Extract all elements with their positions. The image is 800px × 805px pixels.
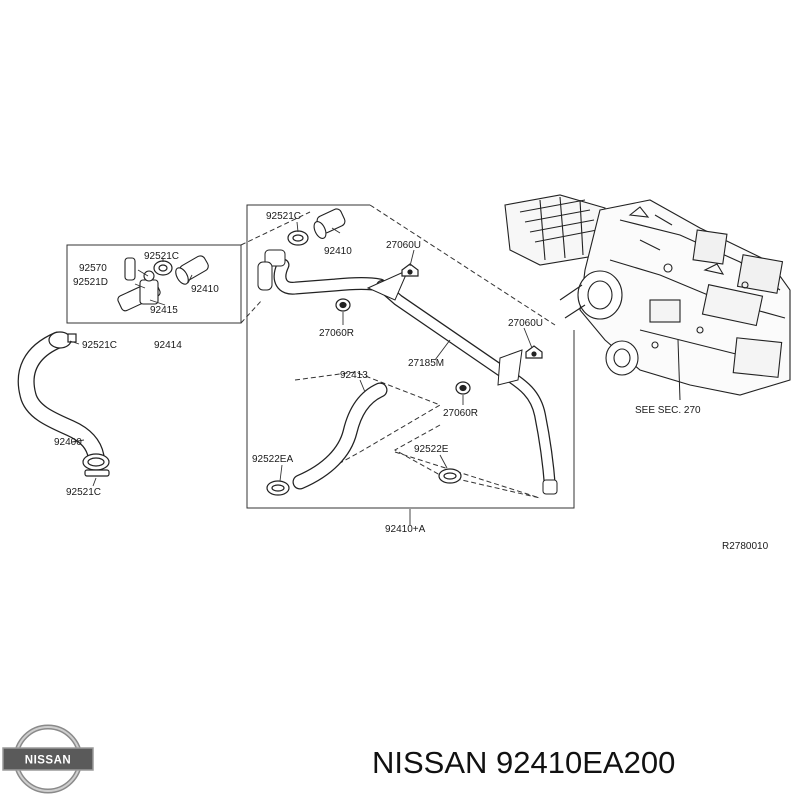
nissan-logo: NISSAN (2, 724, 94, 794)
label-leaders (69, 221, 533, 525)
clamp-92521c-bottom (82, 453, 110, 477)
clamp-92522ea (266, 480, 290, 496)
left-subassembly-box (66, 244, 242, 324)
label-92414: 92414 (154, 340, 182, 351)
label-92521c-mid: 92521C (82, 340, 117, 351)
label-92521c-bottom: 92521C (66, 487, 101, 498)
fitting-27060r-bottom (455, 381, 471, 395)
label-92522e: 92522E (414, 444, 449, 455)
label-27060r-top: 27060R (319, 328, 354, 339)
hose-92400 (17, 331, 105, 465)
fitting-27060r-top (335, 298, 351, 312)
heater-unit-assembly (504, 194, 791, 396)
label-92521c-top: 92521C (266, 211, 301, 222)
tube-92410-left (175, 255, 209, 285)
label-92570: 92570 (79, 263, 107, 274)
hose-92410-upper (273, 258, 387, 295)
main-frame (246, 204, 575, 509)
fitting-27060u-right (525, 345, 543, 359)
part-labels: 92521C 92410 27060U 92521C 92570 92521D … (54, 211, 769, 552)
clamp-92522e (438, 468, 462, 484)
part-number-title: NISSAN 92410EA200 (372, 745, 675, 780)
hose-92413 (292, 382, 388, 490)
fitting-27060u-top (401, 263, 419, 277)
hose-end-fittings (257, 249, 558, 495)
label-92521d: 92521D (73, 277, 108, 288)
label-see-sec-270: SEE SEC. 270 (635, 405, 701, 416)
see-sec-leader (677, 339, 681, 401)
label-92522ea: 92522EA (252, 454, 293, 465)
label-27060r-bottom: 27060R (443, 408, 478, 419)
clamp-92521c-left (153, 260, 173, 276)
connector-92415 (117, 257, 161, 312)
label-diagram-ref: R2780010 (722, 541, 769, 552)
label-27060u-right: 27060U (508, 318, 543, 329)
label-92410a: 92410+A (385, 524, 426, 535)
pipe-27185m (366, 269, 556, 493)
label-27060u-top: 27060U (386, 240, 421, 251)
label-27185m: 27185M (408, 358, 444, 369)
label-92400: 92400 (54, 437, 82, 448)
label-92410-left: 92410 (191, 284, 219, 295)
label-92410-top: 92410 (324, 246, 352, 257)
logo-text: NISSAN (25, 755, 71, 767)
label-92413: 92413 (340, 370, 368, 381)
label-92415: 92415 (150, 305, 178, 316)
clamp-92521c-mid (48, 331, 77, 349)
label-92521c-left: 92521C (144, 251, 179, 262)
clamp-92521c-top (287, 230, 309, 246)
tube-92410-short (313, 208, 346, 239)
